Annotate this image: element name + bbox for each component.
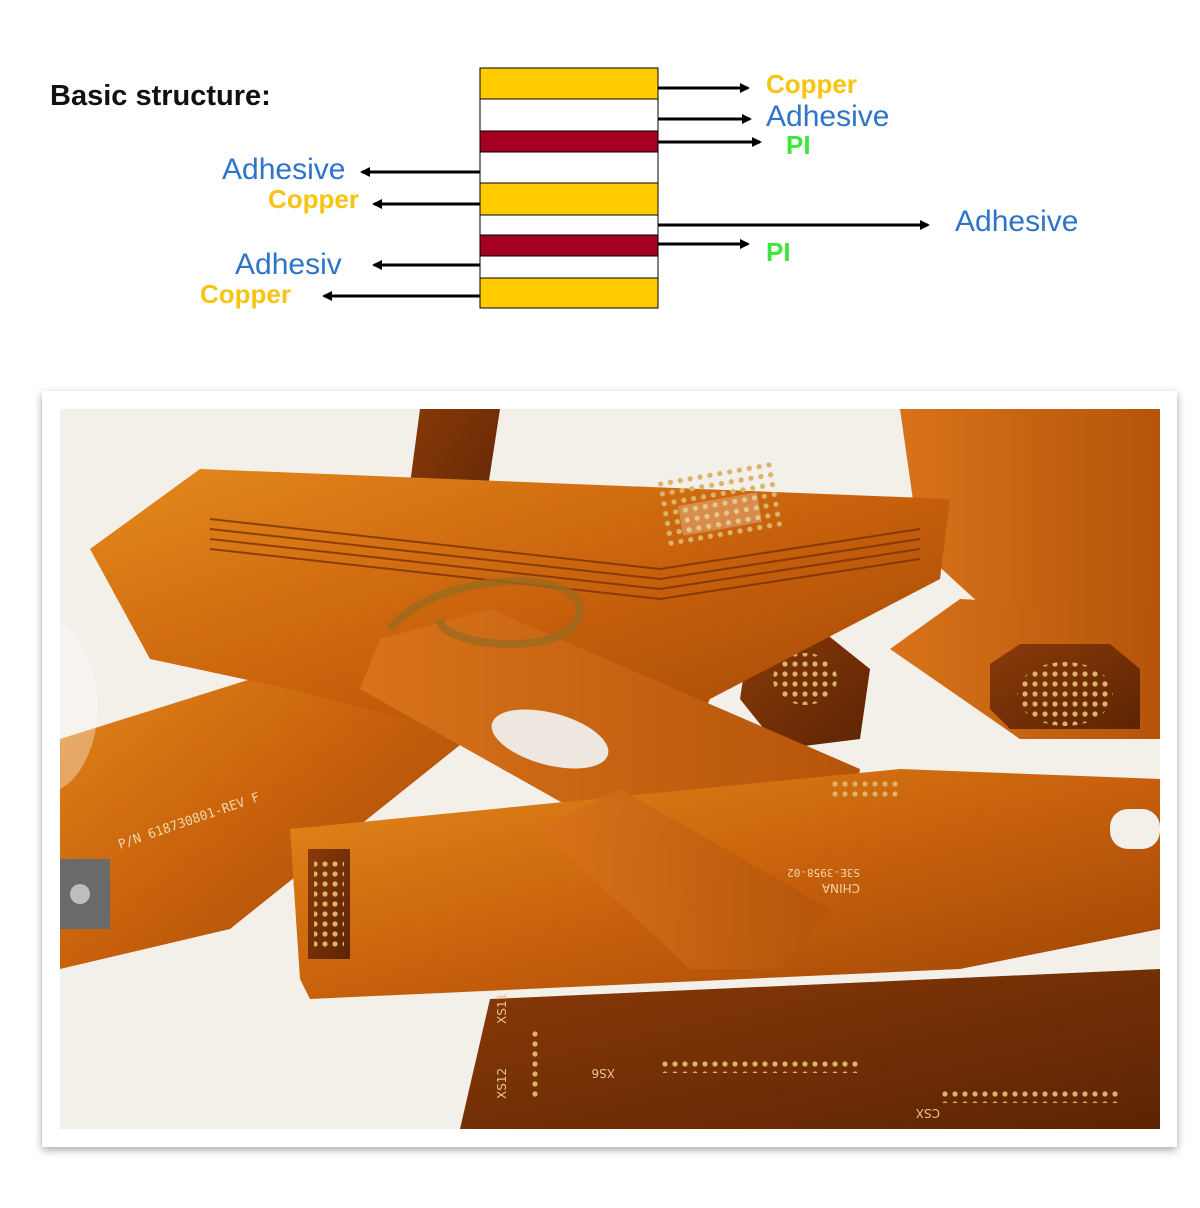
label-adhesive-left-1: Adhesive [222, 153, 346, 186]
label-copper-right: Copper [766, 69, 857, 99]
copper-layer-3 [479, 277, 659, 309]
marking-china: CHINA [821, 881, 860, 895]
copper-layer-2 [479, 182, 659, 216]
board-main-diagonal [90, 469, 950, 759]
diagram-heading: Basic structure: [50, 80, 271, 112]
adhesive-layer-1 [479, 98, 659, 132]
flex-pcb-photo: P/N 618730801-REV F CHINA S3E-3958-02 XS… [60, 409, 1160, 1129]
label-copper-left-1: Copper [268, 184, 359, 214]
pi-layer-1 [479, 130, 659, 153]
marking-xs6: XS6 [592, 1066, 615, 1080]
curled-ribbon [386, 577, 585, 648]
marking-s3e: S3E-3958-02 [787, 866, 860, 879]
label-copper-left-2: Copper [200, 279, 291, 309]
photo-frame: P/N 618730801-REV F CHINA S3E-3958-02 XS… [42, 391, 1177, 1147]
marking-csx: CSX [916, 1106, 940, 1120]
label-pi-right-1: PI [786, 130, 811, 160]
layer-stack [479, 67, 659, 309]
board-front-diagonal [540, 789, 830, 969]
adhesive-layer-2 [479, 151, 659, 184]
marking-xs12: XS12 [495, 1068, 509, 1099]
copper-layer-1 [479, 67, 659, 100]
label-adhesive-right-1: Adhesive [766, 100, 890, 133]
label-adhesive-right-2: Adhesive [955, 205, 1079, 238]
adhesive-layer-3 [479, 214, 659, 236]
flex-pcb-illustration: P/N 618730801-REV F CHINA S3E-3958-02 XS… [60, 409, 1160, 1129]
board-left [60, 629, 480, 969]
adhesive-layer-4 [479, 255, 659, 279]
marking-xs11: XS11 [495, 993, 509, 1024]
board-slot [491, 709, 609, 769]
label-adhesive-left-2: Adhesiv [235, 248, 342, 281]
layer-stack-diagram [322, 67, 930, 309]
label-pi-right-2: PI [766, 237, 791, 267]
pi-layer-2 [479, 234, 659, 257]
